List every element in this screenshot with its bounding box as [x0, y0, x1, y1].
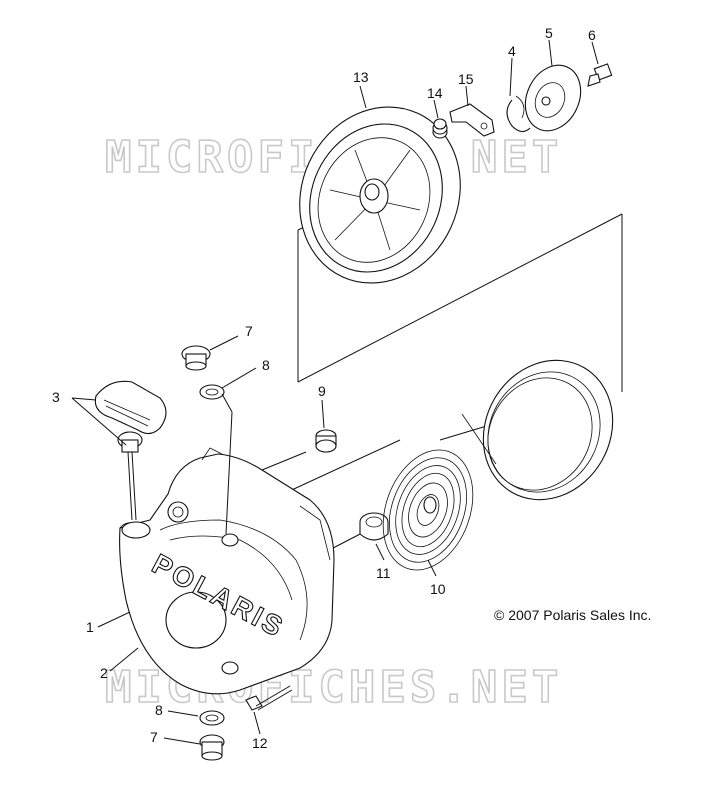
- callout-14: 14: [427, 85, 443, 101]
- part-11-bushing: [359, 512, 389, 541]
- callout-15: 15: [458, 71, 474, 87]
- part-8-washer-top: [199, 384, 225, 400]
- callout-5: 5: [545, 25, 553, 41]
- part-10-spring: [382, 449, 474, 571]
- part-4-clip: [506, 95, 531, 133]
- part-12-bolt: [245, 685, 293, 711]
- callout-8-top: 8: [262, 357, 270, 373]
- callout-3: 3: [52, 389, 60, 405]
- callout-7-top: 7: [245, 323, 253, 339]
- part-7-plug-top: [181, 345, 211, 371]
- callout-2: 2: [100, 665, 108, 681]
- callout-6: 6: [588, 27, 596, 43]
- callout-1: 1: [86, 619, 94, 635]
- callout-11: 11: [376, 565, 391, 581]
- part-15-pawl: [449, 103, 495, 137]
- part-13-pulley: [299, 106, 461, 284]
- leader-lines: [71, 39, 599, 745]
- part-7-plug-bottom: [199, 734, 225, 761]
- callout-4: 4: [508, 43, 516, 59]
- callout-9: 9: [318, 383, 326, 399]
- callout-7-bottom: 7: [150, 729, 158, 745]
- callout-12: 12: [252, 735, 268, 751]
- part-1-housing: POLARIS: [119, 447, 335, 695]
- part-3-handle: [94, 380, 167, 521]
- callout-10: 10: [430, 581, 446, 597]
- copyright-notice: © 2007 Polaris Sales Inc.: [494, 607, 651, 623]
- callout-8-bottom: 8: [155, 702, 163, 718]
- part-9-bushing: [315, 429, 337, 453]
- part-8-washer-bottom: [199, 710, 225, 726]
- callout-13: 13: [353, 69, 369, 85]
- part-14-spring: [432, 118, 448, 139]
- callout-labels: 13 14 15 4 5 6 7 8 3 9 1 2 11 10 8 7 12: [52, 25, 596, 751]
- spring-case-ring: [461, 359, 614, 501]
- part-5-plate: [524, 64, 582, 132]
- part-6-bolt: [587, 63, 613, 87]
